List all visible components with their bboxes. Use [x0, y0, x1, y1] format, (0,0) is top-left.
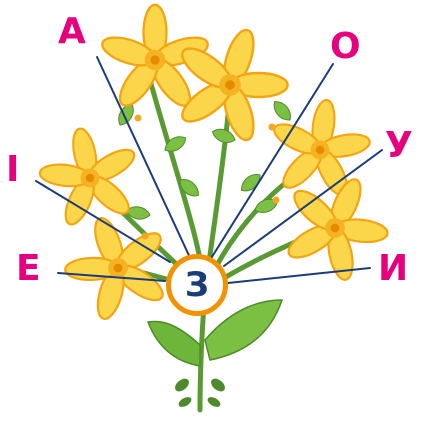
center-badge: З: [166, 254, 228, 316]
letter-o: О: [330, 29, 361, 65]
letter-e: Е: [16, 251, 41, 287]
letter-a: А: [58, 14, 86, 50]
letter-y: И: [378, 251, 408, 287]
center-letter: З: [185, 268, 209, 302]
letter-u: У: [385, 128, 413, 164]
letter-i: І: [6, 152, 19, 188]
